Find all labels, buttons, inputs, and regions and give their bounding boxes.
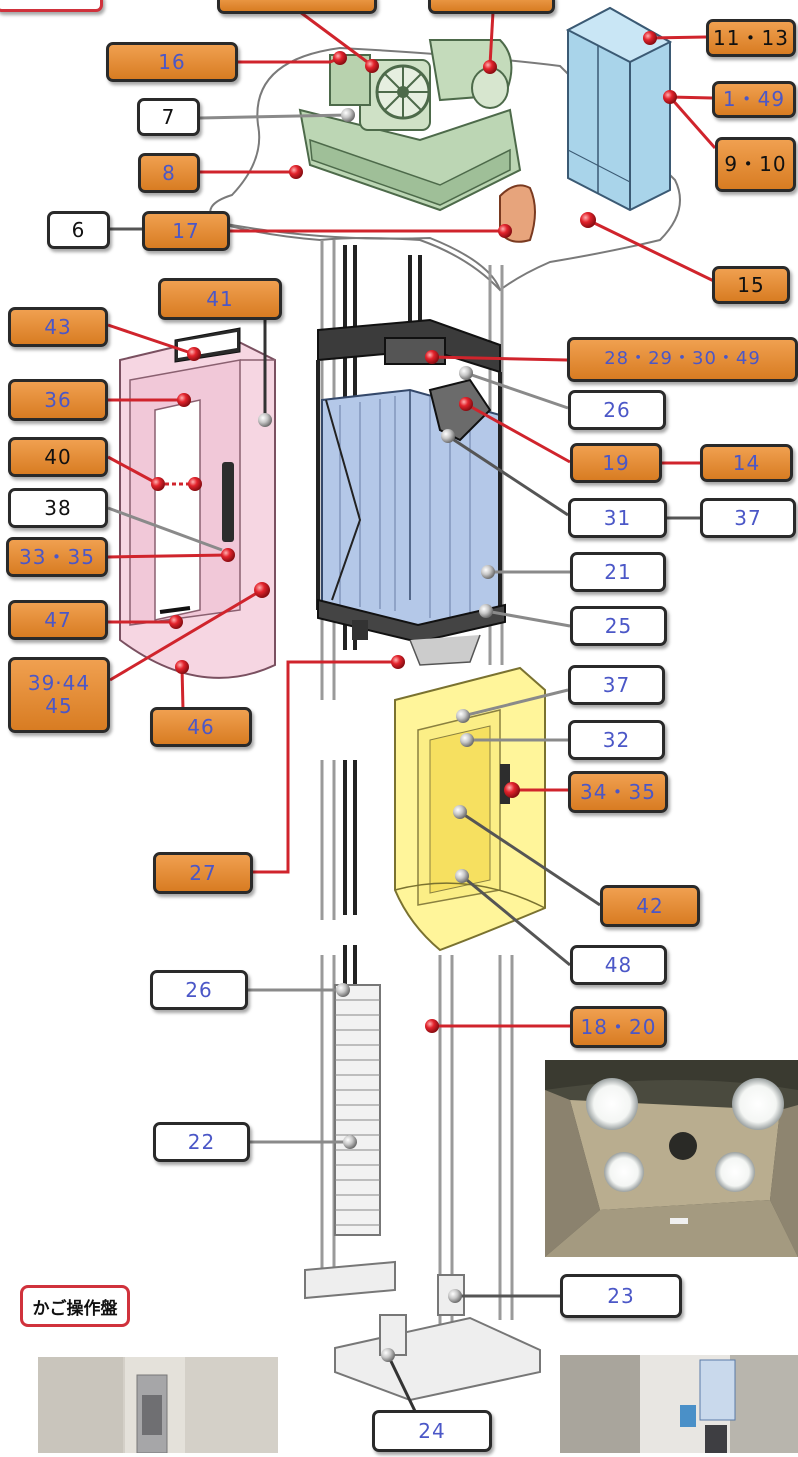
tag-14: 14: [700, 444, 793, 482]
tag-24: 24: [372, 1410, 492, 1452]
car-operating-panel-photo-left: [38, 1357, 278, 1454]
car-operating-panel-caption: かご操作盤: [20, 1285, 130, 1327]
leader-43: [107, 323, 195, 356]
tag-32: 32: [568, 720, 665, 760]
tag-41: 41: [158, 278, 282, 320]
tag-top-left-partial: [217, 0, 377, 14]
tag-33-35: 33・35: [6, 537, 108, 577]
leader-40: [107, 455, 159, 486]
tag-1-49: 1・49: [712, 81, 796, 118]
leader-27: [253, 660, 395, 874]
pit-equipment: [304, 1260, 541, 1402]
tag-26-bottom: 26: [150, 970, 248, 1010]
leader-25: [485, 609, 571, 628]
leader-42: [459, 810, 601, 907]
leader-top-left: [299, 10, 371, 66]
leader-7: [199, 113, 349, 120]
leader-33-35: [107, 553, 229, 559]
leader-19: [465, 402, 571, 464]
leader-38: [107, 506, 223, 552]
tag-7: 7: [137, 98, 200, 136]
tag-47: 47: [8, 600, 108, 640]
tag-11-13: 11・13: [706, 19, 796, 57]
tag-28-29-30-49: 28・29・30・49: [567, 337, 798, 382]
tag-40: 40: [8, 437, 108, 477]
car-operating-panel-photo-right: [560, 1355, 798, 1453]
tag-42: 42: [600, 885, 700, 927]
leader-48: [461, 874, 571, 967]
leader-9-10: [668, 96, 717, 149]
leader-28-29-30-49: [431, 355, 568, 362]
tag-19: 19: [570, 443, 662, 483]
tag-16: 16: [106, 42, 238, 82]
leader-11-13: [649, 35, 707, 40]
tag-37-hall: 37: [568, 665, 665, 705]
tag-17: 17: [142, 211, 230, 251]
tag-15: 15: [712, 266, 790, 304]
tag-8: 8: [138, 153, 200, 193]
tag-34-35: 34・35: [568, 771, 668, 813]
tag-18-20: 18・20: [570, 1006, 667, 1048]
tag-43: 43: [8, 307, 108, 347]
leader-lines: [107, 10, 721, 1435]
leader-39-44-45: [109, 588, 263, 682]
traction-machine: [298, 39, 522, 212]
leader-15: [587, 218, 721, 286]
counterweight: [334, 984, 381, 1236]
hall-door-panel: [394, 666, 546, 952]
tag-37-top: 37: [700, 498, 796, 538]
tag-36: 36: [8, 379, 108, 421]
tag-9-10: 9・10: [715, 137, 796, 192]
tag-48: 48: [570, 945, 667, 985]
leader-top-right: [488, 11, 495, 66]
tag-26-top: 26: [568, 390, 666, 430]
control-panel: [565, 6, 673, 212]
car-door-panel: [119, 327, 276, 679]
tag-46: 46: [150, 707, 252, 747]
car-ceiling-photo: [545, 1060, 798, 1257]
callout-dots: [151, 31, 677, 1362]
leader-37-hall: [462, 688, 569, 718]
leader-1-49: [669, 95, 713, 100]
tag-23: 23: [560, 1274, 682, 1318]
leader-46: [180, 666, 185, 711]
tag-22: 22: [153, 1122, 250, 1162]
tag-top-right-partial: [428, 0, 555, 14]
tag-25: 25: [570, 606, 667, 646]
leader-26-top: [465, 371, 569, 410]
tag-27: 27: [153, 852, 253, 894]
tag-top-corner-partial: [0, 0, 103, 12]
tag-6: 6: [47, 211, 110, 249]
tag-38: 38: [8, 488, 108, 528]
leader-31: [447, 434, 569, 517]
tag-39-44-45: 39·44 45: [8, 657, 110, 733]
tag-31: 31: [568, 498, 667, 538]
tag-21: 21: [570, 552, 666, 592]
